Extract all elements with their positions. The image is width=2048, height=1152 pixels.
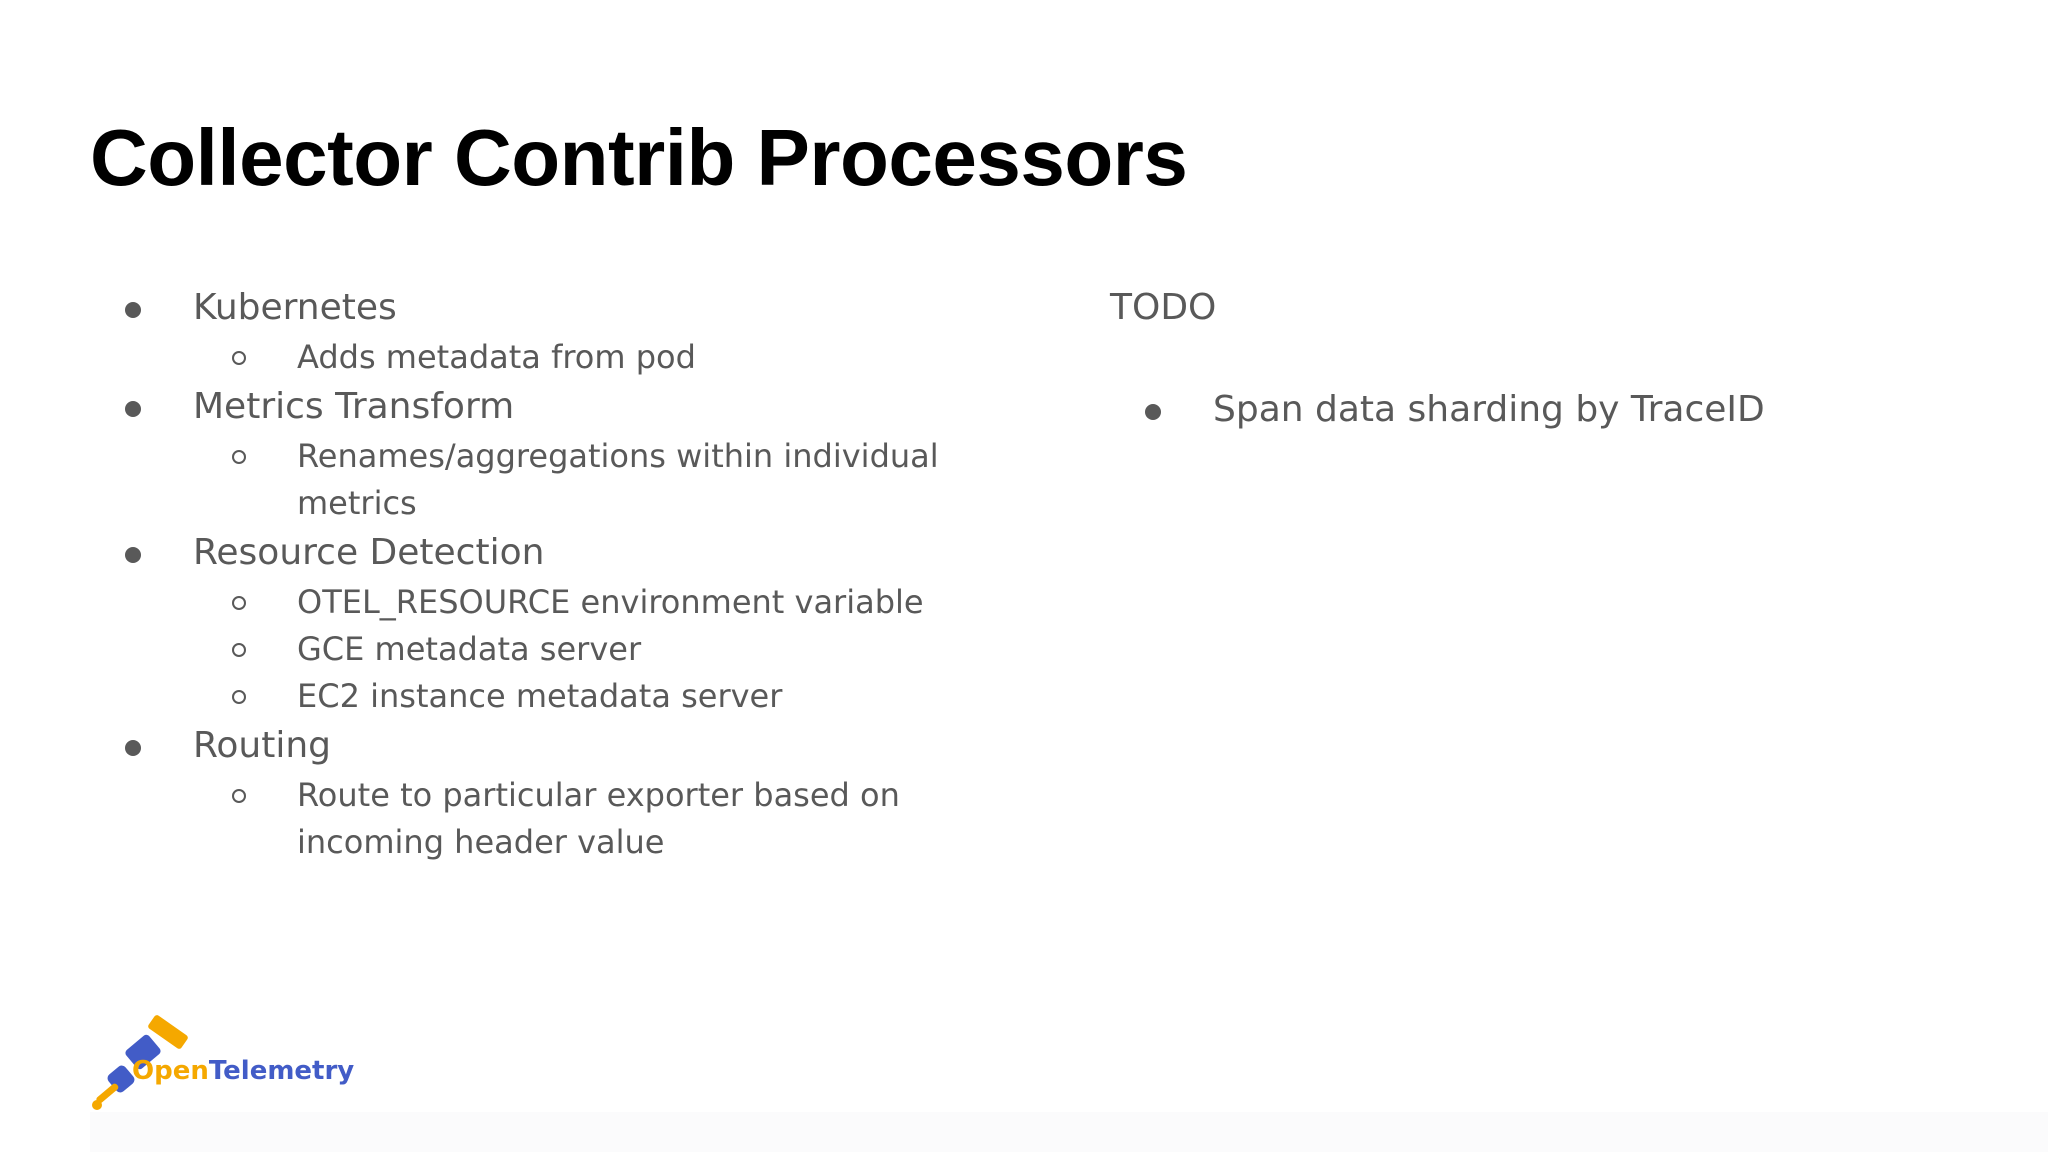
logo-word-telemetry: Telemetry bbox=[208, 1056, 355, 1086]
opentelemetry-logo: OpenTelemetry bbox=[88, 1010, 358, 1120]
list-item-label: Metrics Transform bbox=[193, 386, 515, 427]
list-item-label: Span data sharding by TraceID bbox=[1213, 389, 1765, 430]
left-column: Kubernetes Adds metadata from pod Metric… bbox=[90, 282, 990, 866]
list-item-kubernetes: Kubernetes bbox=[90, 282, 990, 334]
sub-item-label: Renames/aggregations within individual m… bbox=[297, 437, 939, 522]
sub-item: Adds metadata from pod bbox=[90, 334, 990, 381]
list-item-metrics-transform: Metrics Transform bbox=[90, 381, 990, 433]
hollow-bullet-icon bbox=[232, 351, 246, 365]
hollow-bullet-icon bbox=[232, 450, 246, 464]
sub-item: OTEL_RESOURCE environment variable bbox=[90, 579, 990, 626]
sub-item: Renames/aggregations within individual m… bbox=[90, 433, 1057, 527]
footer-band bbox=[90, 1112, 2048, 1152]
opentelemetry-telescope-icon bbox=[92, 1015, 188, 1110]
right-column: TODO Span data sharding by TraceID bbox=[1110, 282, 1970, 436]
sub-item-label: OTEL_RESOURCE environment variable bbox=[297, 583, 924, 621]
sub-item: Route to particular exporter based on in… bbox=[90, 772, 1017, 866]
todo-heading: TODO bbox=[1110, 287, 1217, 328]
bullet-list: Kubernetes Adds metadata from pod Metric… bbox=[90, 282, 990, 866]
list-item-resource-detection: Resource Detection bbox=[90, 527, 990, 579]
todo-list: Span data sharding by TraceID bbox=[1110, 384, 1970, 436]
sub-item: GCE metadata server bbox=[90, 626, 990, 673]
hollow-bullet-icon bbox=[232, 596, 246, 610]
sub-item-label: Adds metadata from pod bbox=[297, 338, 696, 376]
filled-bullet-icon bbox=[125, 547, 141, 563]
hollow-bullet-icon bbox=[232, 690, 246, 704]
sub-item-label: Route to particular exporter based on in… bbox=[297, 776, 900, 861]
hollow-bullet-icon bbox=[232, 789, 246, 803]
filled-bullet-icon bbox=[125, 740, 141, 756]
filled-bullet-icon bbox=[1145, 404, 1161, 420]
sub-item: EC2 instance metadata server bbox=[90, 673, 990, 720]
list-item-routing: Routing bbox=[90, 720, 990, 772]
logo-word-open: Open bbox=[132, 1056, 209, 1086]
list-item-span-sharding: Span data sharding by TraceID bbox=[1110, 384, 1970, 436]
list-item-label: Resource Detection bbox=[193, 532, 545, 573]
hollow-bullet-icon bbox=[232, 643, 246, 657]
logo-wordmark: OpenTelemetry bbox=[132, 1056, 354, 1086]
list-item-label: Kubernetes bbox=[193, 287, 397, 328]
slide-title: Collector Contrib Processors bbox=[90, 113, 1188, 202]
sub-item-label: EC2 instance metadata server bbox=[297, 677, 783, 715]
filled-bullet-icon bbox=[125, 401, 141, 417]
list-item-label: Routing bbox=[193, 725, 332, 766]
filled-bullet-icon bbox=[125, 302, 141, 318]
sub-item-label: GCE metadata server bbox=[297, 630, 642, 668]
